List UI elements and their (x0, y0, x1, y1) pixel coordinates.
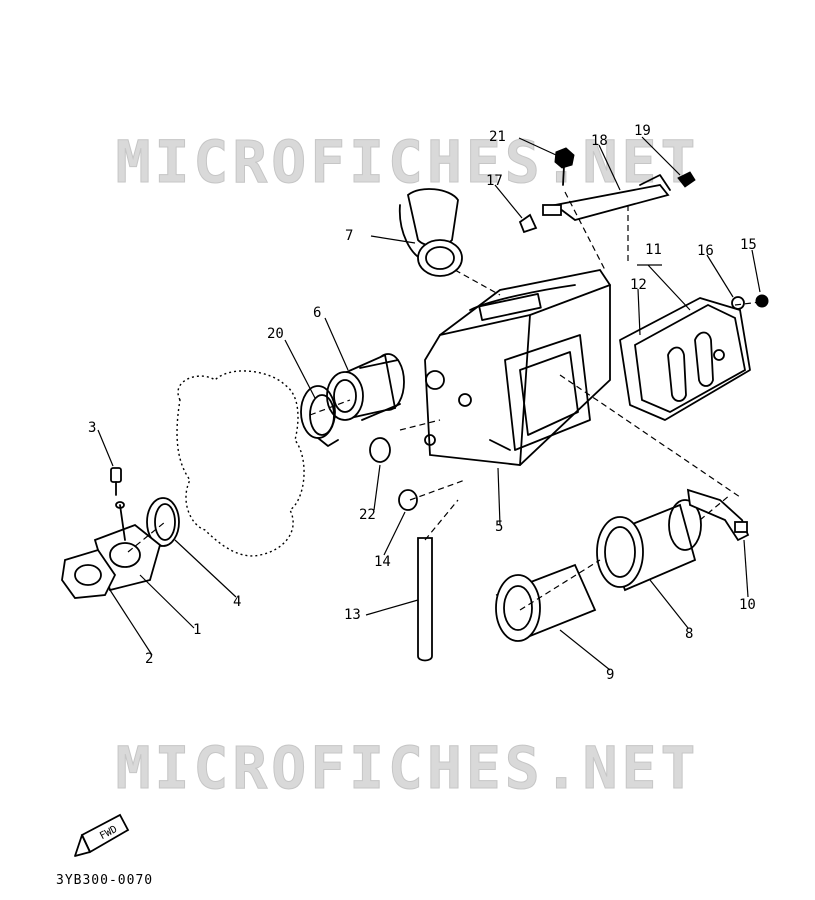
part-19-bolt (677, 171, 696, 188)
part-7-elbow-duct (398, 188, 463, 277)
part-14-grommet (398, 489, 418, 511)
diagram-code: 3YB300-0070 (56, 873, 154, 888)
part-12-gasket (619, 297, 751, 421)
part-11-cover (634, 303, 747, 414)
part-17-nut (518, 213, 538, 234)
callout-7: 7 (345, 228, 354, 244)
engine-outline (176, 370, 305, 557)
part-16-washer (731, 296, 745, 310)
part-8-element-guide (596, 499, 702, 592)
callout-21: 21 (489, 129, 506, 145)
callout-18: 18 (591, 133, 608, 149)
callout-15: 15 (740, 237, 757, 253)
callout-6: 6 (313, 305, 322, 321)
part-9-element (495, 563, 597, 642)
callout-4: 4 (233, 594, 242, 610)
part-6-joint (326, 353, 405, 421)
part-18-stay (542, 174, 671, 221)
callout-20: 20 (267, 326, 284, 342)
callout-12: 12 (630, 277, 647, 293)
callout-16: 16 (697, 243, 714, 259)
callout-8: 8 (685, 626, 694, 642)
part-4-clamp (146, 497, 180, 547)
part-3-screw (110, 467, 122, 496)
callout-1: 1 (193, 622, 202, 638)
callout-10: 10 (739, 597, 756, 613)
assembly-lines (127, 191, 761, 611)
part-21-bolt (554, 147, 575, 186)
leader-lines (97, 136, 761, 671)
callout-11: 11 (645, 242, 662, 258)
part-22-grommet (369, 437, 391, 463)
callout-19: 19 (634, 123, 651, 139)
callout-5: 5 (495, 519, 504, 535)
fwd-arrow-icon: FWD (74, 813, 130, 857)
part-15-screw (755, 294, 769, 308)
callout-14: 14 (374, 554, 391, 570)
callout-17: 17 (486, 173, 503, 189)
callout-22: 22 (359, 507, 376, 523)
callout-2: 2 (145, 651, 154, 667)
callout-3: 3 (88, 420, 97, 436)
part-13-drain-hose (417, 537, 433, 662)
part-2-gasket (61, 548, 117, 599)
part-5-air-box (424, 268, 611, 466)
callout-9: 9 (606, 667, 615, 683)
callout-13: 13 (344, 607, 361, 623)
part-10-bracket (686, 488, 750, 542)
